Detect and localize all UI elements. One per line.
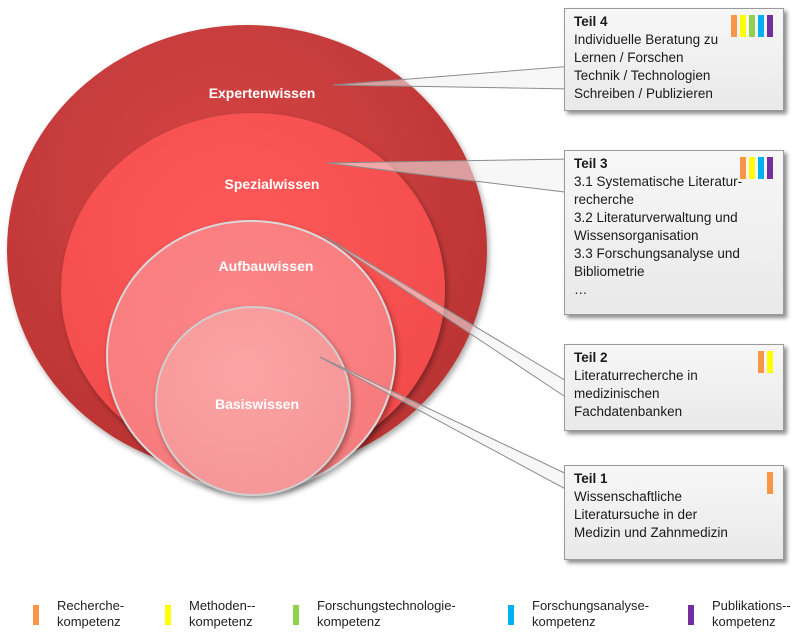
box-line: 3.2 Literaturverwaltung und [574,210,738,225]
box-line: Technik / Technologien [574,68,711,83]
legend-swatch [33,605,39,625]
legend-label: Publikations-- [712,598,791,613]
legend-swatch [688,605,694,625]
competence-bars [767,472,773,494]
legend-label: kompetenz [532,614,596,629]
competence-bars [731,15,773,37]
bar-methoden [749,157,755,179]
legend-item-recherche: Recherche-kompetenz [33,598,124,630]
box-line: Medizin und Zahnmedizin [574,525,728,540]
box-teil3: Teil 3 3.1 Systematische Literatur- rech… [564,150,784,315]
bar-recherche [731,15,737,37]
legend-item-publikation: Publikations--kompetenz [688,598,791,630]
bar-analyse [758,15,764,37]
legend-label: Recherche- [57,598,125,613]
label-spezial: Spezialwissen [225,176,320,192]
box-line: Wissensorganisation [574,228,699,243]
box-title: Teil 3 [574,156,608,171]
legend-swatch [165,605,171,625]
box-line: Individuelle Beratung zu [574,32,719,47]
box-line: Literaturrecherche in [574,368,698,383]
box-teil4: Teil 4 Individuelle Beratung zu Lernen /… [564,8,784,111]
box-line: … [574,282,588,297]
competence-bars [740,157,773,179]
bar-analyse [758,157,764,179]
box-line: Fachdatenbanken [574,404,683,419]
legend-label: Methoden-- [189,598,256,613]
circle-basis [155,306,351,496]
box-title: Teil 4 [574,14,608,29]
legend-item-technologie: Forschungstechnologie-kompetenz [293,598,456,630]
legend-swatch [293,605,299,625]
box-teil2: Teil 2 Literaturrecherche in medizinisch… [564,344,784,431]
box-line: medizinischen [574,386,660,401]
legend-label: kompetenz [317,614,381,629]
competence-bars [758,351,773,373]
legend-label: Forschungstechnologie- [317,598,456,613]
box-line: recherche [574,192,635,207]
legend-label: kompetenz [189,614,253,629]
box-line: Lernen / Forschen [574,50,684,65]
legend-label: Forschungsanalyse- [532,598,650,613]
legend-item-methoden: Methoden--kompetenz [165,598,255,630]
bar-recherche [740,157,746,179]
box-title: Teil 2 [574,350,608,365]
box-line: 3.3 Forschungsanalyse und [574,246,740,261]
bar-recherche [758,351,764,373]
box-line: Schreiben / Publizieren [574,86,713,101]
bar-publikation [767,157,773,179]
legend-label: kompetenz [712,614,776,629]
box-line: Wissenschaftliche [574,489,683,504]
box-title: Teil 1 [574,471,608,486]
label-basis: Basiswissen [215,396,299,412]
box-line: 3.1 Systematische Literatur- [574,174,743,189]
bar-methoden [740,15,746,37]
bar-recherche [767,472,773,494]
bar-technologie [749,15,755,37]
box-teil1: Teil 1 Wissenschaftliche Literatursuche … [564,465,784,560]
label-experten: Expertenwissen [209,85,316,101]
bar-publikation [767,15,773,37]
box-line: Literatursuche in der [574,507,698,522]
legend-label: kompetenz [57,614,121,629]
bar-methoden [767,351,773,373]
legend-swatch [508,605,514,625]
legend-item-analyse: Forschungsanalyse-kompetenz [508,598,649,630]
label-aufbau: Aufbauwissen [219,258,314,274]
box-line: Bibliometrie [574,264,645,279]
